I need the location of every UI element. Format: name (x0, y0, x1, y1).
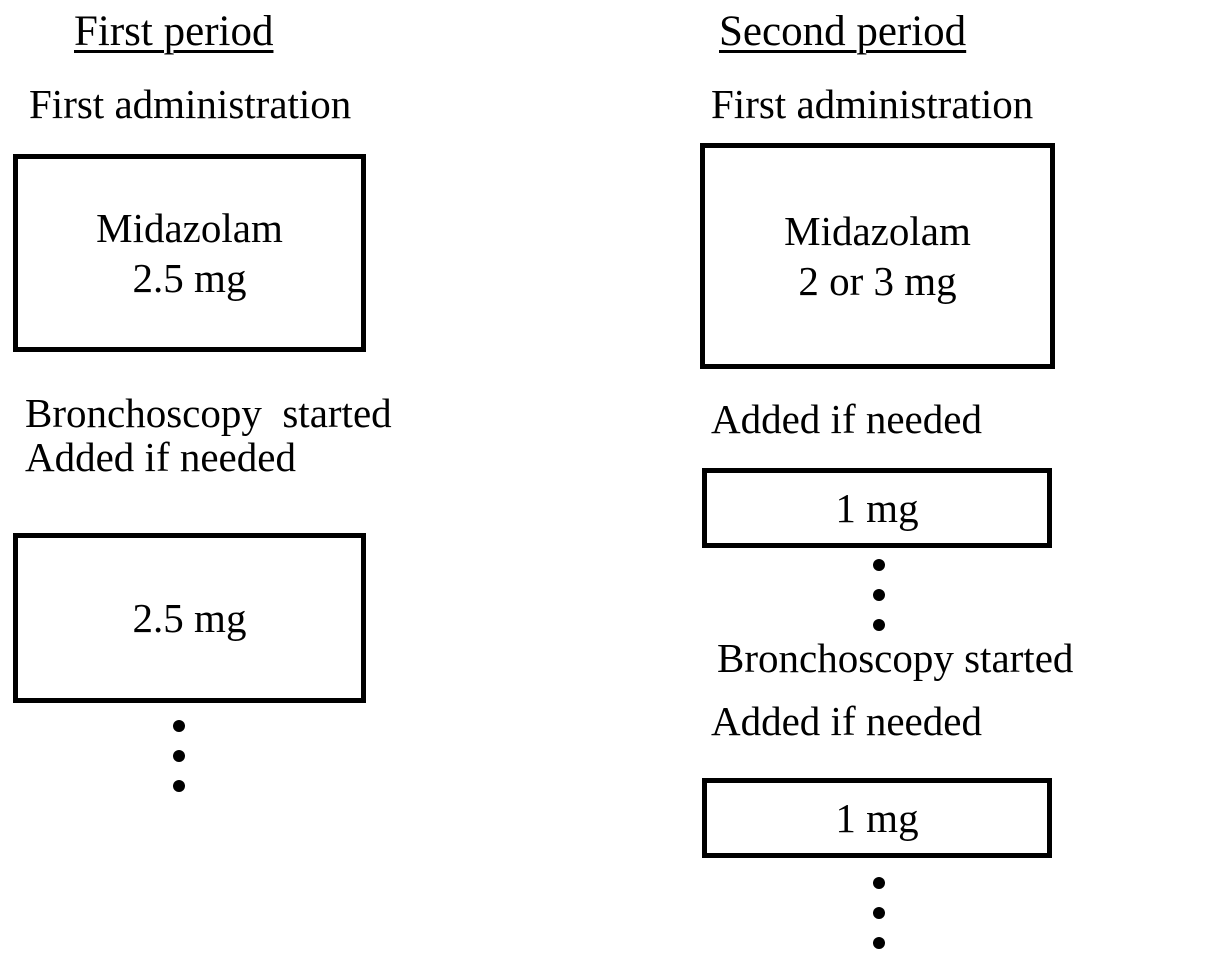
second-period-midazolam-box-line-1: Midazolam (784, 207, 971, 254)
first-period-bronchoscopy-started-label: Bronchoscopy started (25, 390, 392, 436)
first-period-midazolam-box-line-2: 2.5 mg (132, 255, 247, 301)
first-period-first-administration-label: First administration (29, 81, 352, 127)
dot-icon (873, 619, 885, 631)
second-period-midazolam-box: Midazolam 2 or 3 mg (700, 143, 1055, 369)
second-period-added-dose-box-2-line-1: 1 mg (835, 794, 919, 841)
dot-icon (873, 589, 885, 601)
first-period-added-if-needed-label: Added if needed (25, 434, 296, 480)
second-period-bronchoscopy-started-label: Bronchoscopy started (717, 635, 1074, 681)
second-period-continuation-dots-1 (873, 559, 885, 631)
dot-icon (873, 907, 885, 919)
first-period-midazolam-box: Midazolam 2.5 mg (13, 154, 366, 352)
second-period-added-dose-box-1: 1 mg (702, 468, 1052, 548)
second-period-added-if-needed-label-1: Added if needed (711, 396, 982, 442)
second-period-title: Second period (719, 8, 967, 55)
second-period-added-dose-box-2: 1 mg (702, 778, 1052, 858)
dot-icon (173, 750, 185, 762)
first-period-continuation-dots (173, 720, 185, 792)
first-period-added-dose-box-line-1: 2.5 mg (132, 594, 247, 641)
dot-icon (173, 780, 185, 792)
first-period-title: First period (74, 8, 274, 55)
second-period-continuation-dots-2 (873, 877, 885, 949)
second-period-added-dose-box-1-line-1: 1 mg (835, 484, 919, 531)
dot-icon (873, 559, 885, 571)
second-period-added-if-needed-label-2: Added if needed (711, 698, 982, 744)
second-period-first-administration-label: First administration (711, 81, 1034, 127)
dot-icon (873, 937, 885, 949)
dot-icon (173, 720, 185, 732)
second-period-midazolam-box-line-2: 2 or 3 mg (798, 258, 957, 304)
first-period-midazolam-box-line-1: Midazolam (96, 204, 283, 251)
first-period-added-dose-box: 2.5 mg (13, 533, 366, 703)
dot-icon (873, 877, 885, 889)
